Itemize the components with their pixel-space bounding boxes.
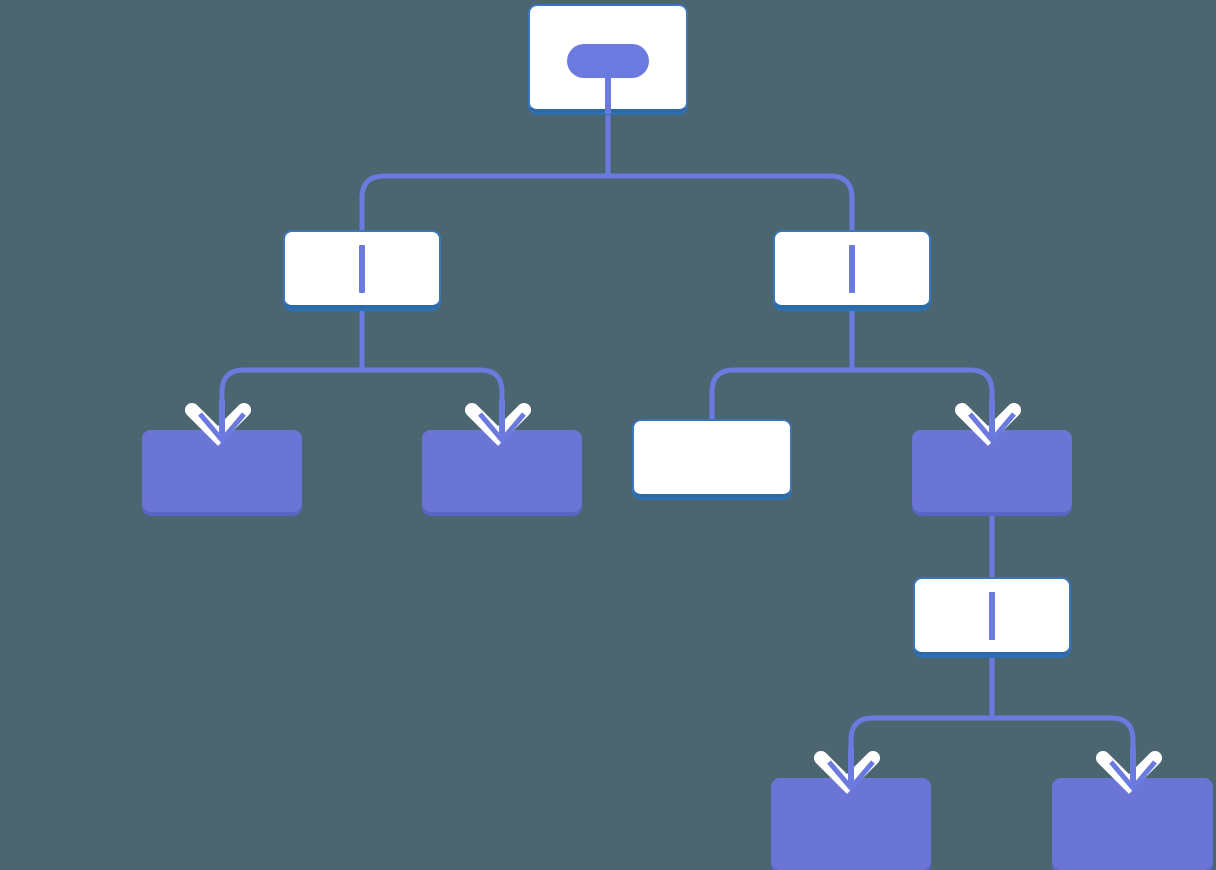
leaf-node-5[interactable]: [771, 778, 931, 870]
edge-left-to-leaf-1: [219, 367, 362, 430]
branch-node-right[interactable]: [773, 230, 931, 308]
root-node[interactable]: [528, 4, 688, 114]
root-stem-glyph: [605, 76, 611, 114]
leaf-node-6[interactable]: [1052, 778, 1213, 870]
leaf-node-4[interactable]: [912, 430, 1072, 512]
edge-root-to-left: [359, 173, 608, 230]
root-pill-glyph: [567, 44, 649, 78]
plain-node-3[interactable]: [632, 419, 792, 497]
edge-deep-to-leaf-6: [992, 715, 1136, 778]
node-divider-glyph: [989, 592, 995, 640]
node-divider-glyph: [359, 245, 365, 293]
leaf-node-2[interactable]: [422, 430, 582, 512]
edge-root-to-right: [608, 173, 855, 230]
branch-node-deep[interactable]: [913, 577, 1071, 655]
node-divider-glyph: [849, 245, 855, 293]
branch-node-left[interactable]: [283, 230, 441, 308]
edge-right-to-plain-3: [709, 367, 852, 419]
edge-deep-to-leaf-5: [848, 715, 992, 778]
edge-right-to-leaf-4: [852, 367, 995, 430]
leaf-node-1[interactable]: [142, 430, 302, 512]
edge-left-to-leaf-2: [362, 367, 505, 430]
